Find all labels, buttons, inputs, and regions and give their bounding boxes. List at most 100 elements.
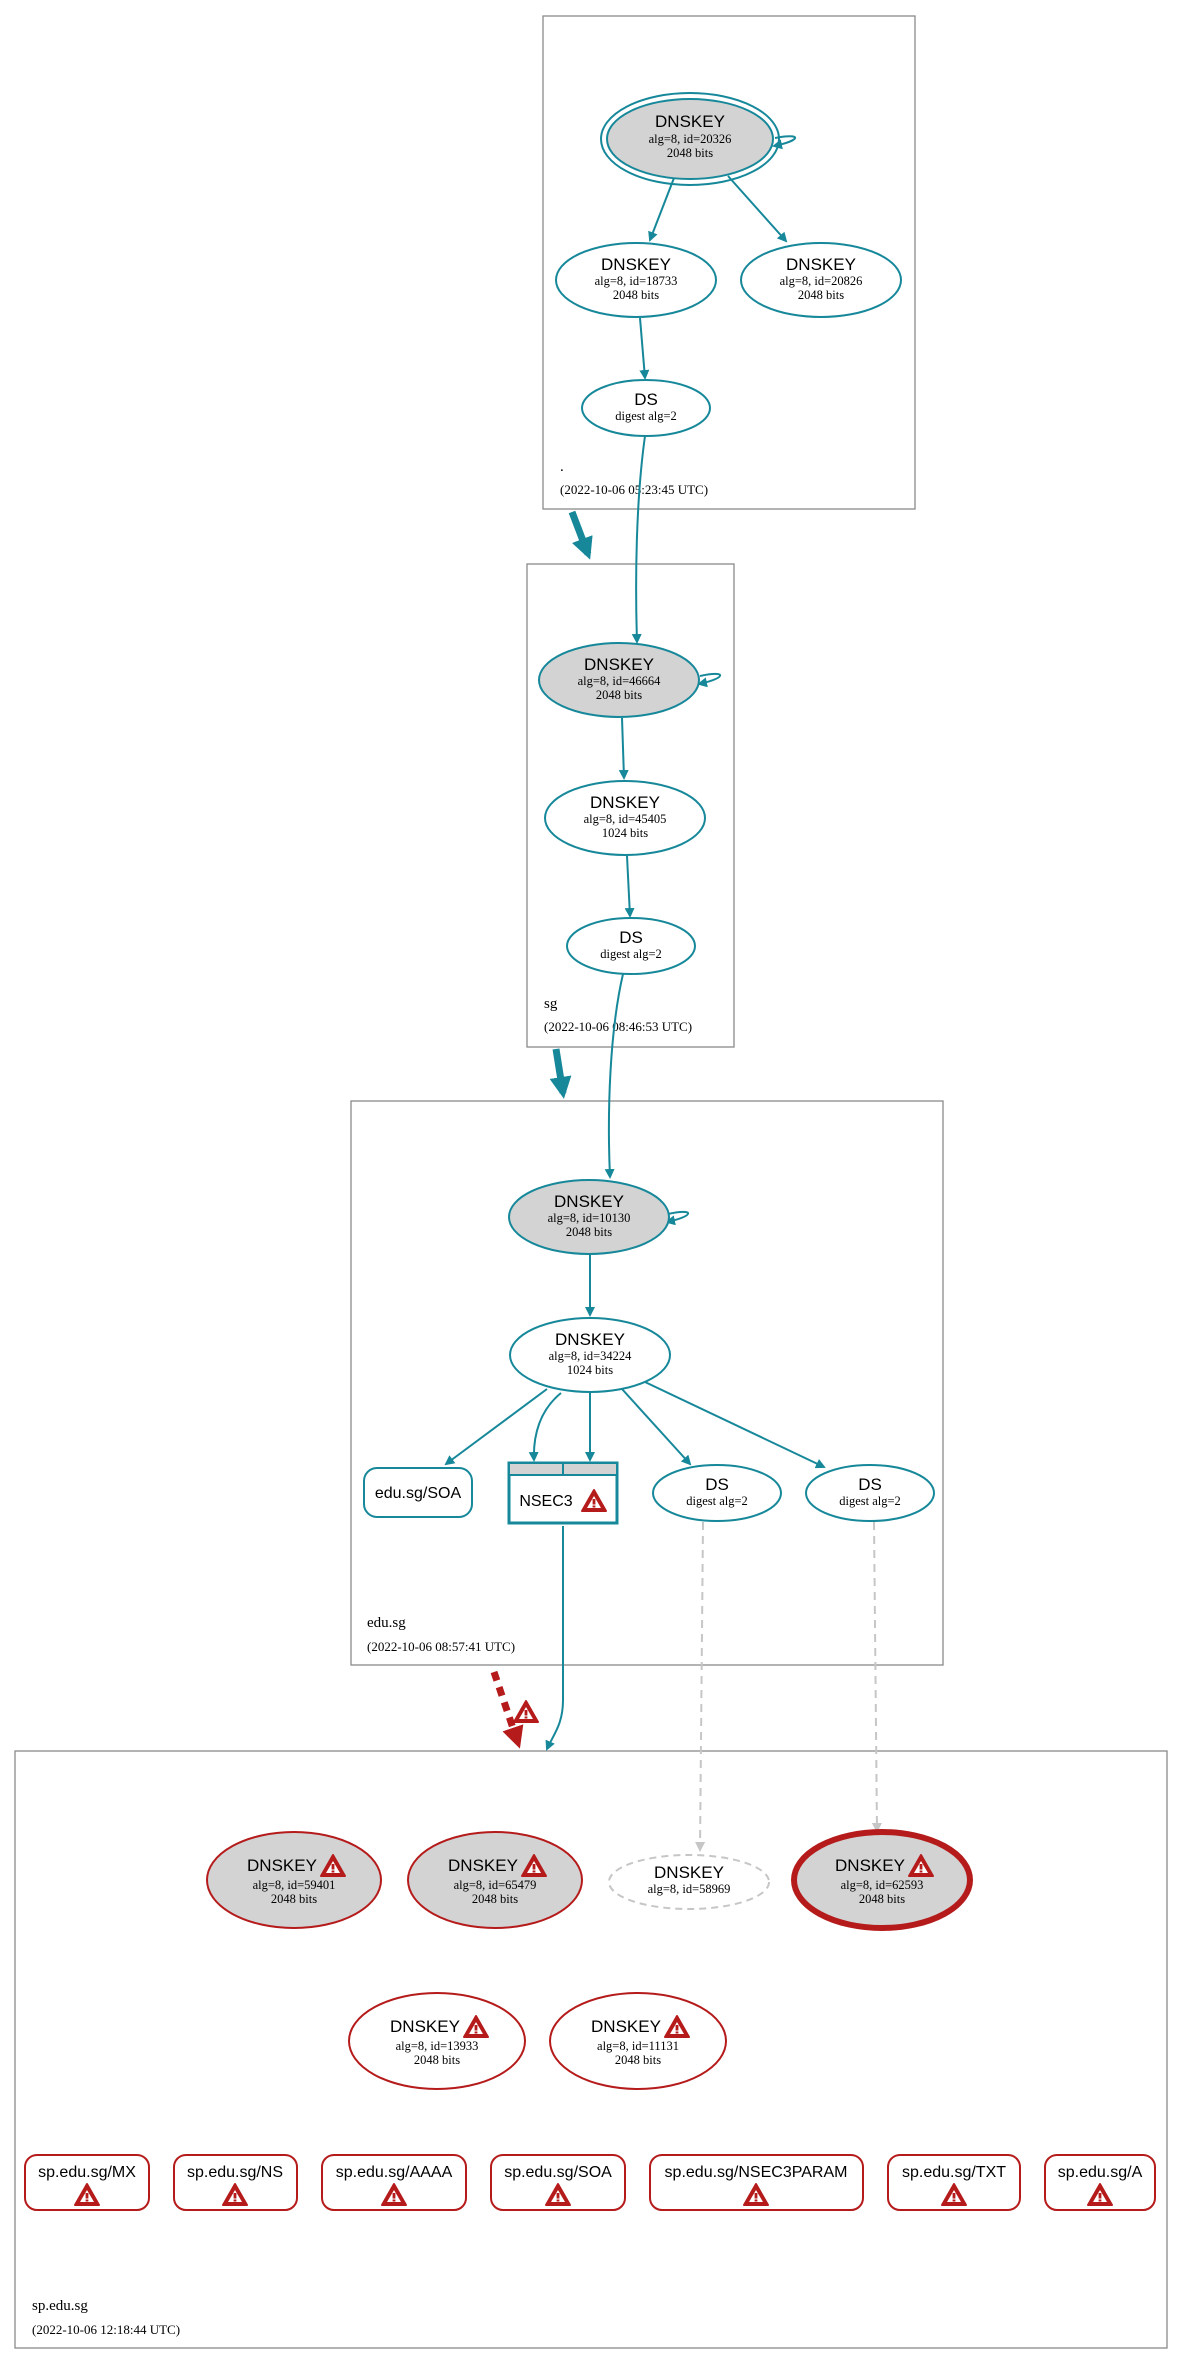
node-sp-key-59401[interactable]: DNSKEY alg=8, id=59401 2048 bits (206, 1831, 382, 1929)
node-edu-ksk-title: DNSKEY (554, 1192, 624, 1211)
node-sp-key-58969[interactable]: DNSKEY alg=8, id=58969 (608, 1854, 770, 1910)
rrset-sp-a[interactable]: sp.edu.sg/A (1044, 2154, 1156, 2211)
rrset-label: sp.edu.sg/NSEC3PARAM (665, 2164, 848, 2181)
edge-self-sign-root-ksk (772, 135, 797, 150)
edge-edu-zsk-to-nsec3-a (528, 1392, 562, 1462)
node-edu-ds2-title: DS (858, 1475, 882, 1494)
node-edu-nsec3[interactable]: NSEC3 (507, 1461, 619, 1525)
node-root-ksk-bits: 2048 bits (667, 146, 713, 160)
node-edu-zsk-alg: alg=8, id=34224 (549, 1349, 633, 1363)
node-sp-key-65479[interactable]: DNSKEY alg=8, id=65479 2048 bits (407, 1831, 583, 1929)
rrset-label: sp.edu.sg/NS (187, 2164, 283, 2181)
rrset-label: sp.edu.sg/TXT (902, 2164, 1006, 2181)
node-sp-key5-title: DNSKEY (390, 2017, 460, 2036)
node-sp-key6-bits: 2048 bits (615, 2053, 661, 2067)
edge-edu-ds1-to-sp-key3 (695, 1521, 706, 1852)
edge-edu-zsk-to-ds1 (621, 1388, 692, 1466)
node-root-ds-digest: digest alg=2 (615, 409, 677, 423)
node-root-zsk1-bits: 2048 bits (613, 288, 659, 302)
node-root-ksk-alg: alg=8, id=20326 (649, 132, 732, 146)
rrset-label: sp.edu.sg/MX (38, 2164, 136, 2181)
edge-self-sign-edu-ksk (665, 1210, 689, 1226)
zone-sg-name: sg (544, 996, 558, 1012)
rrset-sp-nsec3param[interactable]: sp.edu.sg/NSEC3PARAM (649, 2154, 864, 2211)
node-edu-zsk-bits: 1024 bits (567, 1363, 613, 1377)
node-edu-zsk-title: DNSKEY (555, 1330, 625, 1349)
node-sp-key-13933[interactable]: DNSKEY alg=8, id=13933 2048 bits (348, 1992, 526, 2090)
node-sp-key1-alg: alg=8, id=59401 (253, 1878, 336, 1892)
edge-delegation-sg-to-edu (549, 1048, 572, 1099)
zone-root-timestamp: (2022-10-06 05:23:45 UTC) (560, 482, 708, 497)
edge-self-sign-sg-ksk (697, 672, 721, 688)
edge-root-zsk1-to-ds (639, 317, 650, 380)
rrset-sp-ns[interactable]: sp.edu.sg/NS (173, 2154, 298, 2211)
zone-sp-edu-sg-timestamp: (2022-10-06 12:18:44 UTC) (32, 2322, 180, 2337)
edge-delegation-edu-to-sp-bogus (490, 1670, 524, 1749)
node-sp-key4-title: DNSKEY (835, 1856, 905, 1875)
node-edu-soa-label: edu.sg/SOA (375, 1485, 462, 1502)
node-sg-ksk-bits: 2048 bits (596, 688, 642, 702)
node-edu-ds1-digest: digest alg=2 (686, 1494, 748, 1508)
edges (444, 135, 882, 1852)
edge-edu-ds2-to-sp-key4 (871, 1521, 882, 1833)
rrset-sp-aaaa[interactable]: sp.edu.sg/AAAA (321, 2154, 467, 2211)
node-root-zsk1-alg: alg=8, id=18733 (595, 274, 678, 288)
node-edu-ksk[interactable]: DNSKEY alg=8, id=10130 2048 bits (508, 1179, 670, 1255)
node-root-zsk1-title: DNSKEY (601, 255, 671, 274)
node-sp-key3-title: DNSKEY (654, 1863, 724, 1882)
rrset-sp-soa[interactable]: sp.edu.sg/SOA (490, 2154, 626, 2211)
node-edu-ds2-digest: digest alg=2 (839, 1494, 901, 1508)
node-sp-key5-bits: 2048 bits (414, 2053, 460, 2067)
node-edu-soa[interactable]: edu.sg/SOA (363, 1467, 473, 1518)
zone-root-name: . (560, 459, 564, 475)
node-edu-nsec3-label: NSEC3 (519, 1493, 572, 1510)
edge-edu-zsk-to-soa (444, 1388, 548, 1466)
edge-delegation-root-to-sg (568, 510, 593, 560)
rrset-label: sp.edu.sg/A (1058, 2164, 1143, 2181)
node-sp-key1-bits: 2048 bits (271, 1892, 317, 1906)
node-sg-ksk-title: DNSKEY (584, 655, 654, 674)
node-edu-ksk-alg: alg=8, id=10130 (548, 1211, 631, 1225)
node-root-zsk-18733[interactable]: DNSKEY alg=8, id=18733 2048 bits (555, 242, 717, 318)
node-sg-ds-title: DS (619, 928, 643, 947)
zone-sg-timestamp: (2022-10-06 08:46:53 UTC) (544, 1019, 692, 1034)
node-root-ksk[interactable]: DNSKEY alg=8, id=20326 2048 bits (600, 92, 780, 186)
rrset-sp-txt[interactable]: sp.edu.sg/TXT (887, 2154, 1021, 2211)
node-sg-zsk[interactable]: DNSKEY alg=8, id=45405 1024 bits (544, 780, 706, 856)
node-sp-key4-alg: alg=8, id=62593 (841, 1878, 924, 1892)
node-sp-key-62593[interactable]: DNSKEY alg=8, id=62593 2048 bits (791, 1829, 973, 1931)
rrset-label: sp.edu.sg/AAAA (336, 2164, 453, 2181)
edge-edu-zsk-to-ds2 (644, 1381, 826, 1469)
node-edu-ksk-bits: 2048 bits (566, 1225, 612, 1239)
node-root-zsk2-bits: 2048 bits (798, 288, 844, 302)
node-root-zsk2-title: DNSKEY (786, 255, 856, 274)
node-sg-ksk[interactable]: DNSKEY alg=8, id=46664 2048 bits (538, 642, 700, 718)
node-sp-key3-alg: alg=8, id=58969 (648, 1882, 731, 1896)
node-edu-ds-2[interactable]: DS digest alg=2 (805, 1464, 935, 1522)
node-sg-ds[interactable]: DS digest alg=2 (566, 917, 696, 975)
node-edu-ds1-title: DS (705, 1475, 729, 1494)
rrset-sp-mx[interactable]: sp.edu.sg/MX (24, 2154, 150, 2211)
node-sp-key2-alg: alg=8, id=65479 (454, 1878, 537, 1892)
node-root-ds-title: DS (634, 390, 658, 409)
zone-edu-sg-name: edu.sg (367, 1615, 406, 1631)
node-sg-zsk-alg: alg=8, id=45405 (584, 812, 667, 826)
node-root-zsk-20826[interactable]: DNSKEY alg=8, id=20826 2048 bits (740, 242, 902, 318)
node-root-ksk-title: DNSKEY (655, 112, 725, 131)
edge-root-ksk-to-zsk2 (727, 175, 788, 243)
node-sp-key-11131[interactable]: DNSKEY alg=8, id=11131 2048 bits (549, 1992, 727, 2090)
node-sg-zsk-bits: 1024 bits (602, 826, 648, 840)
node-sg-zsk-title: DNSKEY (590, 793, 660, 812)
edge-sg-ds-to-edu-ksk (604, 973, 624, 1179)
node-sp-key6-title: DNSKEY (591, 2017, 661, 2036)
delegation-warning-icon[interactable] (513, 1700, 539, 1723)
node-edu-ds-1[interactable]: DS digest alg=2 (652, 1464, 782, 1522)
node-edu-zsk[interactable]: DNSKEY alg=8, id=34224 1024 bits (509, 1317, 671, 1393)
edge-root-ksk-to-zsk1 (648, 177, 675, 242)
node-root-ds[interactable]: DS digest alg=2 (581, 379, 711, 437)
node-sp-key2-bits: 2048 bits (472, 1892, 518, 1906)
node-sp-key6-alg: alg=8, id=11131 (597, 2039, 679, 2053)
node-sp-key1-title: DNSKEY (247, 1856, 317, 1875)
edge-nsec3-to-sp-zone (545, 1526, 564, 1751)
